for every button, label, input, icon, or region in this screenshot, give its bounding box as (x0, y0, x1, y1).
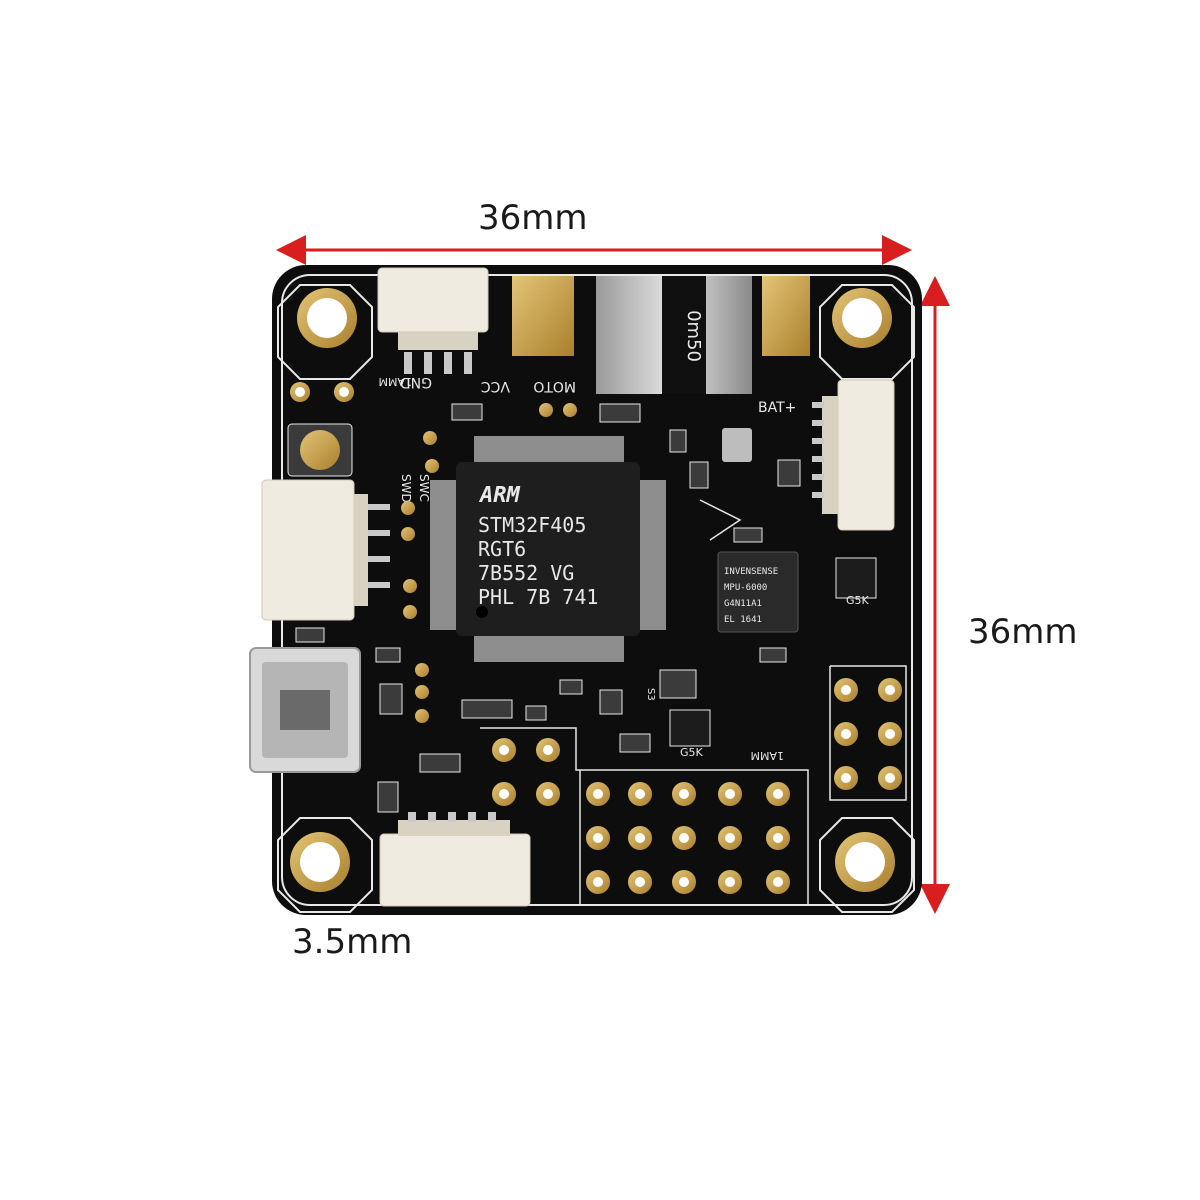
imu-line-4: EL 1641 (724, 615, 762, 625)
top-left-connector (377, 267, 489, 374)
regulator-2: G5K (669, 709, 711, 759)
micro-usb-port (249, 647, 361, 773)
regulator-1: G5K (835, 557, 877, 607)
mounting-hole-tl (277, 284, 373, 380)
imu-line-2: MPU-6000 (724, 583, 767, 593)
silk-g5k-2: G5K (680, 746, 704, 759)
silk-moto: MOTO (533, 378, 576, 394)
passive-components (295, 403, 801, 813)
height-dimension-label: 36mm (968, 612, 1078, 652)
mcu-line-1: ARM (478, 483, 520, 508)
silk-bat: BAT+ (758, 400, 796, 416)
right-side-connector (812, 379, 895, 531)
test-pads (401, 403, 577, 723)
mounting-hole-br (819, 817, 915, 913)
mcu-line-4: 7B552 VG (478, 561, 574, 585)
silk-vcc: VCC (481, 378, 510, 394)
silk-s3: S3 (645, 688, 656, 701)
shunt-label: 0m50 (683, 310, 704, 362)
bottom-connector (379, 812, 531, 907)
mounting-hole-bl (277, 817, 373, 913)
silk-lamm-2: 1AMM (750, 749, 784, 762)
current-shunt: 0m50 (596, 276, 752, 394)
left-side-connector (261, 479, 390, 621)
hole-dimension-label: 3.5mm (292, 922, 413, 962)
mcu-chip: ARM STM32F405 RGT6 7B552 VG PHL 7B 741 (430, 436, 666, 662)
silk-lamm-1: 1AMM (378, 375, 412, 388)
mcu-line-5: PHL 7B 741 (478, 585, 598, 609)
small-pads-top-left (290, 382, 354, 402)
gold-pad (512, 276, 574, 356)
boot-button (287, 423, 353, 477)
silk-gnd: GND (400, 374, 432, 390)
silk-g5k-1: G5K (846, 594, 870, 607)
width-dimension-label: 36mm (478, 198, 588, 238)
silk-swc: SWC (417, 474, 431, 502)
imu-chip: INVENSENSE MPU-6000 G4N11A1 EL 1641 (717, 551, 799, 633)
mcu-line-3: RGT6 (478, 537, 526, 561)
imu-line-3: G4N11A1 (724, 599, 762, 609)
pad-holes (499, 685, 895, 887)
gold-pad-right (762, 276, 810, 356)
mcu-line-2: STM32F405 (478, 513, 586, 537)
silk-swd: SWD (399, 474, 413, 503)
silk-outlines (480, 499, 907, 906)
barometer (722, 428, 752, 462)
imu-line-1: INVENSENSE (724, 567, 778, 577)
mounting-hole-tr (819, 284, 915, 380)
